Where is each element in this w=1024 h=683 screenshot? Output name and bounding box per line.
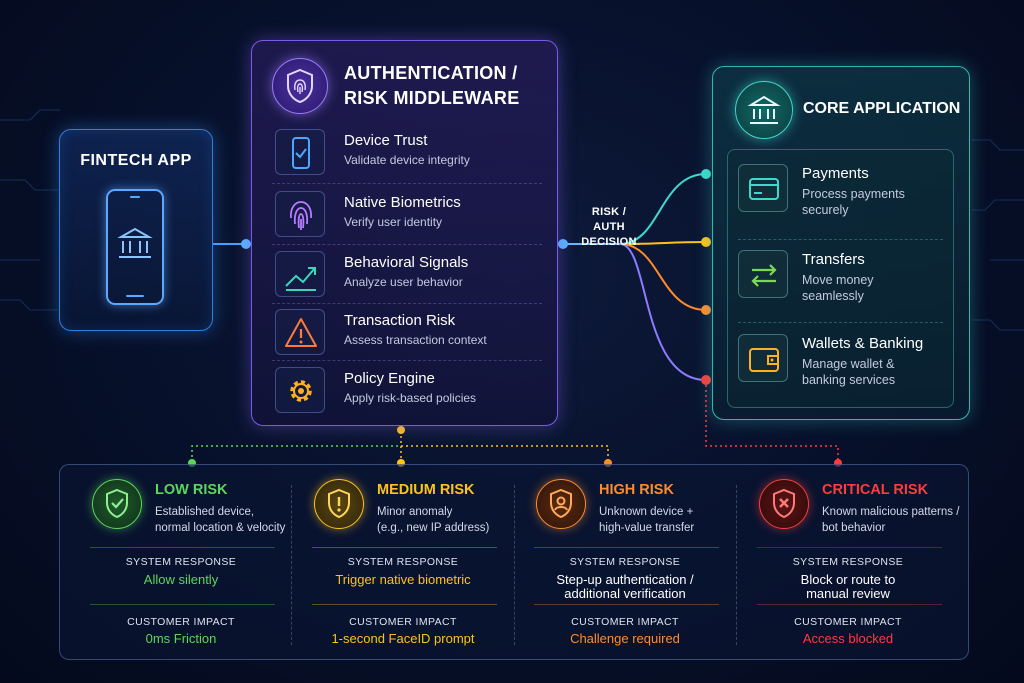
app-connector-dot — [241, 239, 251, 249]
core-application-title: CORE APPLICATION — [803, 100, 961, 117]
shield-x-icon — [759, 479, 809, 529]
route-transfers — [619, 241, 707, 245]
middleware-box: AUTHENTICATION / RISK MIDDLEWARE Device … — [251, 40, 558, 426]
risk-levels-panel: LOW RISK Established device,normal locat… — [59, 464, 969, 660]
middleware-item-transaction-risk: Transaction Risk Assess transaction cont… — [272, 309, 542, 361]
shield-alert-icon — [314, 479, 364, 529]
gear-icon — [275, 367, 325, 413]
route-payments — [619, 173, 707, 245]
trend-up-icon — [275, 251, 325, 297]
risk-auth-decision-label: RISK / AUTH DECISION — [581, 206, 637, 248]
fingerprint-shield-icon — [272, 58, 328, 114]
phone-check-icon — [275, 129, 325, 175]
decision-dot — [558, 239, 568, 249]
risk-level-high: HIGH RISK Unknown device +high-value tra… — [514, 465, 736, 661]
risk-level-low: LOW RISK Established device,normal locat… — [70, 465, 292, 661]
credit-card-icon — [738, 164, 788, 212]
fintech-app-title: FINTECH APP — [80, 152, 192, 169]
bank-phone-icon — [106, 189, 164, 305]
swap-arrows-icon — [738, 250, 788, 298]
middleware-item-policy-engine: Policy Engine Apply risk-based policies — [272, 367, 542, 419]
middleware-item-behavioral-signals: Behavioral Signals Analyze user behavior — [272, 251, 542, 303]
route-wallets — [619, 243, 707, 311]
core-application-box: CORE APPLICATION Payments Process paymen… — [712, 66, 970, 420]
fingerprint-icon — [275, 191, 325, 237]
route-block — [619, 243, 707, 381]
wallet-icon — [738, 334, 788, 382]
core-item-wallets-banking: Wallets & Banking Manage wallet &banking… — [738, 334, 948, 394]
middleware-title: AUTHENTICATION / RISK MIDDLEWARE — [344, 63, 520, 108]
fintech-app-box: FINTECH APP — [59, 129, 213, 331]
middleware-item-device-trust: Device Trust Validate device integrity — [272, 129, 542, 181]
warning-icon — [275, 309, 325, 355]
shield-check-icon — [92, 479, 142, 529]
middleware-item-native-biometrics: Native Biometrics Verify user identity — [272, 191, 542, 243]
risk-level-medium: MEDIUM RISK Minor anomaly(e.g., new IP a… — [292, 465, 514, 661]
bank-icon — [735, 81, 793, 139]
risk-level-critical: CRITICAL RISK Known malicious patterns /… — [737, 465, 959, 661]
shield-user-icon — [536, 479, 586, 529]
